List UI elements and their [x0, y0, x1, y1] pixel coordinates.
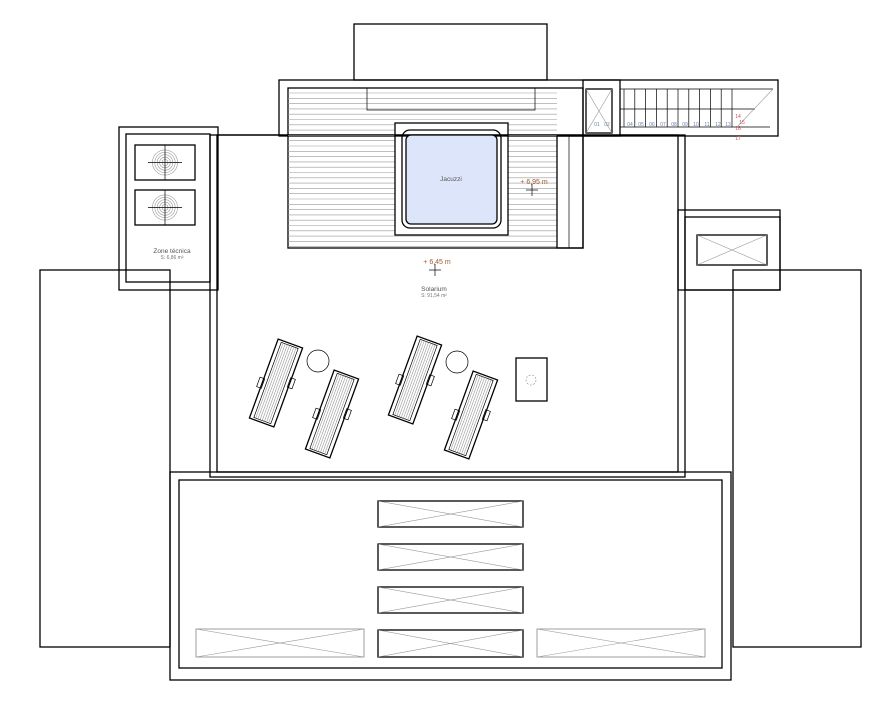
side-table — [306, 349, 330, 373]
deck-bench — [366, 87, 536, 111]
solarium-level: + 6,45 m — [423, 259, 451, 266]
jacuzzi-water — [405, 134, 498, 225]
skylight — [377, 500, 524, 528]
sun-lounger — [304, 369, 360, 459]
skylight — [377, 629, 524, 658]
sun-lounger — [443, 370, 499, 460]
skylight — [377, 586, 524, 614]
technical-zone-name: Zone técnica — [153, 248, 191, 255]
level-marker-icon — [526, 184, 538, 196]
step-number: 01 — [594, 122, 600, 128]
step-number: 02 — [604, 122, 610, 128]
step-number: 05 — [638, 122, 644, 128]
left-wing — [39, 269, 171, 648]
deck-step — [556, 135, 584, 249]
skylight — [195, 628, 365, 658]
skylight — [696, 234, 768, 266]
step-number: 04 — [627, 122, 633, 128]
upper-volume — [353, 23, 548, 81]
skylights — [195, 500, 706, 658]
technical-zone-area: S: 6,86 m² — [160, 255, 183, 261]
right-wing — [732, 269, 862, 648]
step-number: 11 — [704, 122, 709, 128]
right-volume-inner — [684, 216, 781, 291]
lower-roof-parapet — [178, 479, 723, 669]
step-number: 12 — [715, 122, 721, 128]
technical-zone-wall — [118, 126, 219, 291]
level-marker-icon — [429, 264, 441, 276]
ac-fan-icon — [134, 189, 196, 226]
furniture — [248, 234, 768, 460]
landing-step-number: 16 — [735, 126, 741, 132]
table — [515, 357, 548, 402]
landing-step-number: 15 — [739, 120, 745, 126]
step-number: 07 — [660, 122, 666, 128]
skylight — [536, 628, 706, 658]
right-volume — [677, 209, 781, 291]
deck-level: + 6,95 m — [520, 179, 548, 186]
wooden-deck — [287, 87, 584, 249]
technical-equipment: Zone técnica S: 6,86 m² — [134, 144, 196, 261]
side-table — [445, 350, 469, 374]
step-number: 13 — [725, 122, 731, 128]
step-number: 09 — [682, 122, 688, 128]
sun-lounger — [387, 335, 443, 425]
step-number: 10 — [693, 122, 699, 128]
solarium-name: Solarium — [421, 286, 447, 293]
skylight — [377, 543, 524, 571]
ac-fan-icon — [134, 144, 196, 181]
step-number: 06 — [649, 122, 655, 128]
jacuzzi: Jacuzzi — [394, 122, 509, 236]
drain — [525, 374, 537, 386]
step-number: 08 — [671, 122, 677, 128]
landing-step-number: 17 — [735, 136, 741, 142]
sun-lounger — [248, 338, 304, 428]
landing-step-number: 14 — [735, 114, 741, 120]
jacuzzi-label: Jacuzzi — [440, 176, 462, 183]
solarium-area: S: 91,54 m² — [421, 293, 447, 299]
lower-roof — [169, 471, 732, 681]
